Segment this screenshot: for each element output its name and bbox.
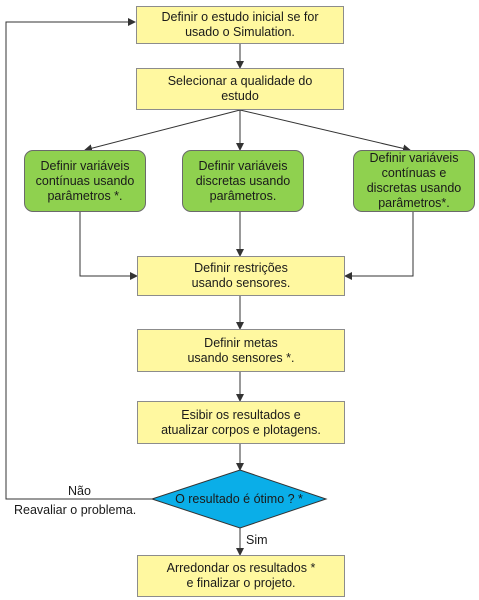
arrow-quality-to-continuous [84,109,241,153]
decision-diamond [150,469,328,529]
arrow-decision-loop-back [5,18,152,500]
arrow-cont-disc-to-constraints [344,212,414,280]
arrow-quality-to-cont-disc [239,109,411,153]
arrow-continuous-to-constraints [79,212,138,280]
edge-label-yes: Sim [246,533,268,547]
edge-label-no: Não [68,484,91,498]
node-define-constraints: Definir restrições usando sensores. [137,256,345,296]
node-define-discrete-vars: Definir variáveis discretas usando parâm… [182,150,304,212]
decision-is-optimal-label: O resultado é ótimo ? * [175,492,303,506]
node-define-initial-study: Definir o estudo inicial se for usado o … [136,6,344,44]
edge-label-reevaluate: Reavaliar o problema. [14,503,137,517]
node-round-results: Arredondar os resultados * e finalizar o… [137,555,345,597]
node-define-goals: Definir metas usando sensores *. [137,329,345,372]
node-define-continuous-vars: Definir variáveis contínuas usando parâm… [24,150,146,212]
node-define-cont-disc-vars: Definir variáveis contínuas e discretas … [353,150,475,212]
node-show-results: Esibir os resultados e atualizar corpos … [137,401,345,444]
node-select-study-quality: Selecionar a qualidade do estudo [136,68,344,110]
